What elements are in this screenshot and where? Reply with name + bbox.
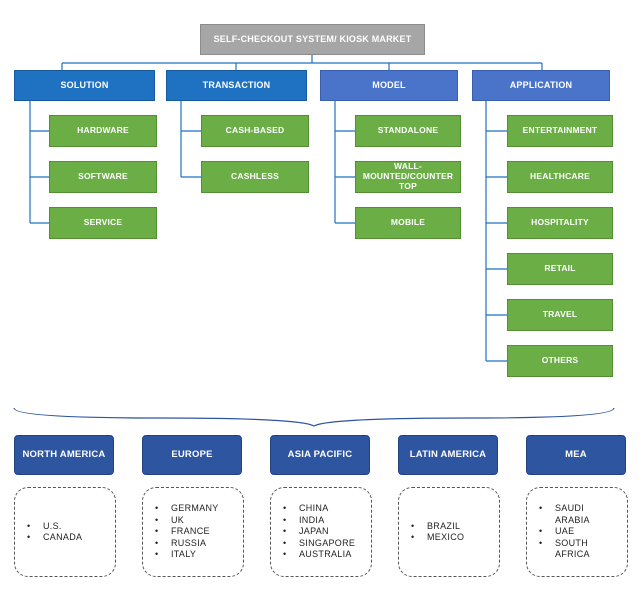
region-label: NORTH AMERICA (22, 448, 106, 460)
category-application: APPLICATION (472, 70, 610, 101)
leaf-label: HARDWARE (77, 125, 129, 136)
country-item: SAUDI ARABIA (539, 503, 609, 526)
country-item: RUSSIA (155, 538, 219, 550)
country-item: JAPAN (283, 526, 355, 538)
region-asia-pacific: ASIA PACIFIC (270, 435, 370, 475)
leaf-label: OTHERS (541, 355, 579, 366)
leaf-entertainment: ENTERTAINMENT (507, 115, 613, 147)
leaf-label: CASHLESS (231, 171, 279, 182)
country-item: GERMANY (155, 503, 219, 515)
region-north-america: NORTH AMERICA (14, 435, 114, 475)
category-label: MODEL (372, 80, 406, 91)
region-label: ASIA PACIFIC (287, 448, 353, 460)
category-transaction: TRANSACTION (166, 70, 307, 101)
category-model: MODEL (320, 70, 458, 101)
country-item: UK (155, 515, 219, 527)
category-solution: SOLUTION (14, 70, 155, 101)
country-item: CANADA (27, 532, 82, 544)
region-europe: EUROPE (142, 435, 242, 475)
country-item: BRAZIL (411, 521, 464, 533)
root-node: SELF-CHECKOUT SYSTEM/ KIOSK MARKET (200, 24, 425, 55)
leaf-cash-based: CASH-BASED (201, 115, 309, 147)
leaf-travel: TRAVEL (507, 299, 613, 331)
category-label: TRANSACTION (202, 80, 271, 91)
country-item: U.S. (27, 521, 82, 533)
leaf-label: HEALTHCARE (530, 171, 590, 182)
leaf-label: ENTERTAINMENT (522, 125, 598, 136)
region-label: LATIN AMERICA (409, 448, 487, 460)
leaf-service: SERVICE (49, 207, 157, 239)
category-label: SOLUTION (60, 80, 109, 91)
leaf-healthcare: HEALTHCARE (507, 161, 613, 193)
country-list-asia-pacific: CHINA INDIA JAPAN SINGAPORE AUSTRALIA (270, 487, 372, 577)
country-item: MEXICO (411, 532, 464, 544)
country-item: INDIA (283, 515, 355, 527)
leaf-software: SOFTWARE (49, 161, 157, 193)
region-label: EUROPE (171, 448, 213, 460)
leaf-label: CASH-BASED (225, 125, 285, 136)
leaf-label: WALL-MOUNTED/COUNTER TOP (362, 161, 454, 191)
leaf-retail: RETAIL (507, 253, 613, 285)
leaf-label: TRAVEL (542, 309, 578, 320)
country-item: ITALY (155, 549, 219, 561)
region-latin-america: LATIN AMERICA (398, 435, 498, 475)
leaf-label: HOSPITALITY (531, 217, 589, 228)
country-list-north-america: U.S. CANADA (14, 487, 116, 577)
region-label: MEA (565, 448, 587, 460)
country-item: SOUTH AFRICA (539, 538, 609, 561)
root-label: SELF-CHECKOUT SYSTEM/ KIOSK MARKET (213, 34, 412, 45)
leaf-wall-mounted: WALL-MOUNTED/COUNTER TOP (355, 161, 461, 193)
leaf-label: RETAIL (544, 263, 576, 274)
leaf-label: MOBILE (390, 217, 426, 228)
country-list-europe: GERMANY UK FRANCE RUSSIA ITALY (142, 487, 244, 577)
leaf-hospitality: HOSPITALITY (507, 207, 613, 239)
leaf-label: STANDALONE (377, 125, 439, 136)
country-list-mea: SAUDI ARABIA UAE SOUTH AFRICA (526, 487, 628, 577)
leaf-others: OTHERS (507, 345, 613, 377)
country-item: AUSTRALIA (283, 549, 355, 561)
country-item: SINGAPORE (283, 538, 355, 550)
leaf-label: SERVICE (83, 217, 123, 228)
country-item: FRANCE (155, 526, 219, 538)
country-list-latin-america: BRAZIL MEXICO (398, 487, 500, 577)
leaf-cashless: CASHLESS (201, 161, 309, 193)
leaf-hardware: HARDWARE (49, 115, 157, 147)
category-label: APPLICATION (509, 80, 573, 91)
leaf-label: SOFTWARE (78, 171, 128, 182)
country-item: CHINA (283, 503, 355, 515)
region-mea: MEA (526, 435, 626, 475)
country-item: UAE (539, 526, 609, 538)
leaf-standalone: STANDALONE (355, 115, 461, 147)
leaf-mobile: MOBILE (355, 207, 461, 239)
